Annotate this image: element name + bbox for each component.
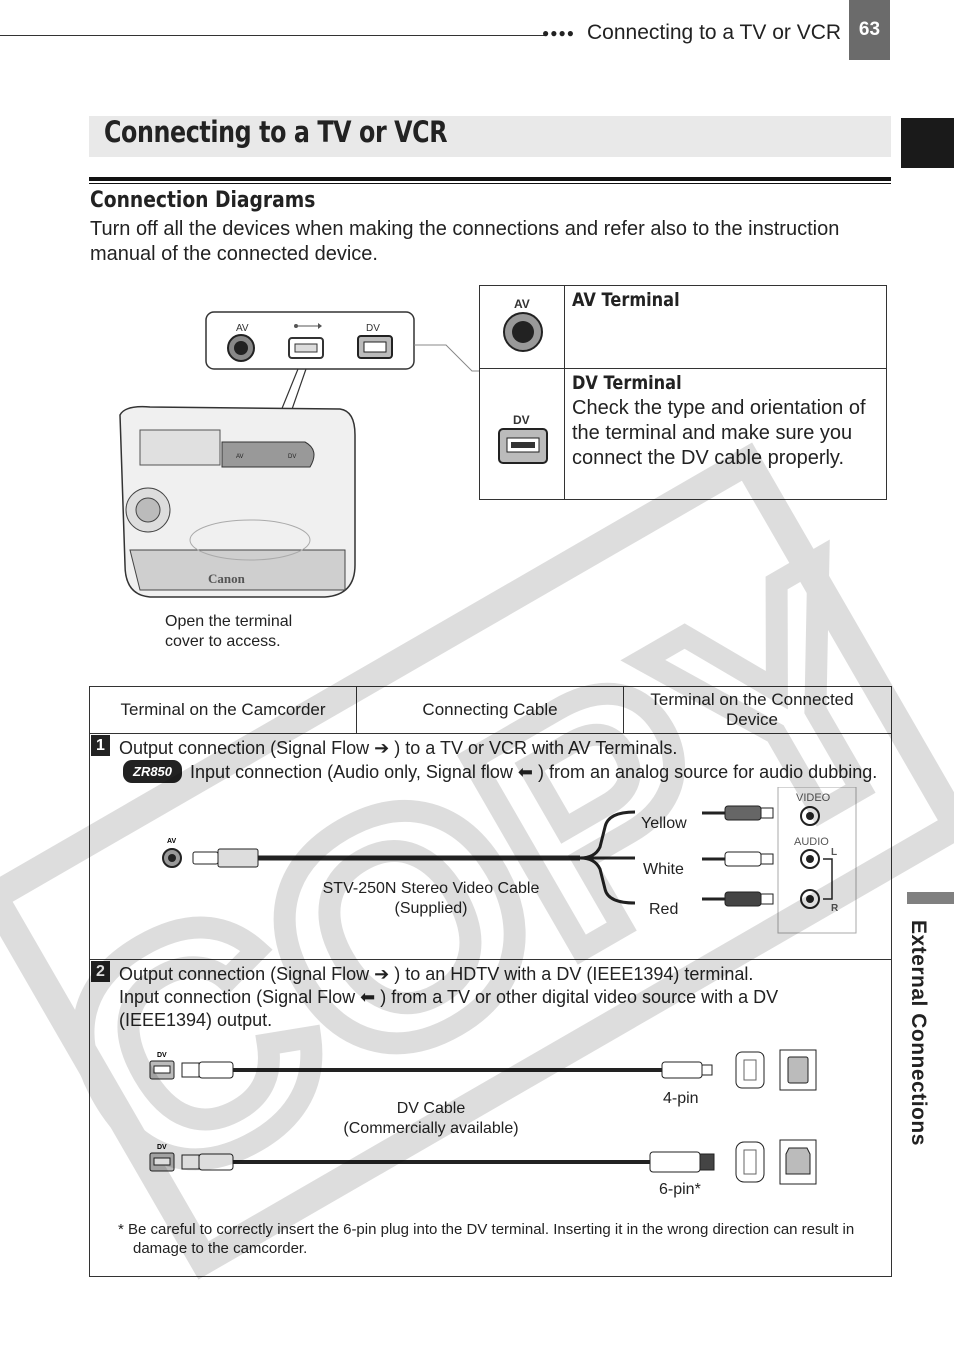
arrow-left-icon: ⬅ [517,762,534,782]
video-jack-label: VIDEO [796,792,831,804]
col-divider [356,687,357,733]
step-number-1: 1 [91,735,110,756]
av-plug-icon [217,848,259,868]
row2-cam-label-2: DV [157,1144,167,1151]
caption-line-2: cover to access. [165,633,281,650]
body-dv-label: DV [288,454,296,460]
body-av-label: AV [236,454,244,460]
arrow-right-icon: ➔ [374,738,390,758]
page-title: Connecting to a TV or VCR [104,115,448,149]
dv-terminal-description: Check the type and orientation of the te… [572,397,866,469]
intro-paragraph: Turn off all the devices when making the… [90,218,840,265]
row2-description: Output connection (Signal Flow ➔ ) to an… [119,964,779,1030]
av-terminal-label: AV [514,297,530,311]
title-bar [89,116,891,157]
section-rule [89,177,891,181]
camcorder-brand: Canon [208,571,246,586]
row1-cam-label: AV [167,838,177,845]
red-plug-icon [702,891,774,907]
connection-table: Terminal on the Camcorder Connecting Cab… [89,686,892,1277]
col-header-camcorder: Terminal on the Camcorder [120,700,326,719]
terminal-icons: AV DV [498,297,548,464]
dv-terminal-heading: DV Terminal [572,372,682,394]
row2-cam-label-1: DV [157,1052,167,1059]
dv-cable-diagram: DV DV [149,1049,817,1185]
header-rule [0,35,545,36]
audio-jack-label: AUDIO [794,836,829,848]
col-header-device: Terminal on the Connected Device [650,690,854,729]
plug-label-white: White [643,861,684,878]
model-badge: ZR850 [123,760,183,783]
white-plug-icon [702,851,774,867]
page-number: 63 [849,0,890,60]
col-header-cable: Connecting Cable [422,700,558,719]
pin4-label: 4-pin [663,1090,699,1107]
panel-dv-label: DV [366,323,380,334]
row-divider [90,959,891,960]
terminal-table-divider [564,286,565,499]
terminal-row-av [480,286,886,369]
plug-label-red: Red [649,901,679,918]
row1-line1: Output connection (Signal Flow ➔ ) to a … [119,738,678,758]
side-tab-marker [907,892,954,904]
arrow-left-icon: ⬅ [360,987,376,1007]
col-divider [623,687,624,733]
av-cable-label: STV-250N Stereo Video Cable (Supplied) [322,880,540,917]
terminal-table: AV DV AV Terminal DV Terminal Check the … [479,285,887,500]
row1-description: Output connection (Signal Flow ➔ ) to a … [119,737,884,784]
chapter-tab-marker [901,118,954,168]
dv-plug-icon [198,1061,234,1079]
header-section-title: Connecting to a TV or VCR [587,21,842,44]
footnote: * Be careful to correctly insert the 6-p… [118,1221,855,1257]
side-tab-label: External Connections [907,920,930,1146]
4pin-plug-icon [661,1061,703,1079]
audio-r-label: R [831,903,839,914]
header-dots: ●●●● [542,26,575,40]
dv-terminal-label: DV [513,413,530,427]
usb-icon [294,323,322,329]
6pin-plug-icon [649,1151,701,1173]
yellow-plug-icon [702,805,774,821]
av-terminal-heading: AV Terminal [572,289,680,311]
section-rule-thin [89,183,891,184]
plug-label-yellow: Yellow [641,815,687,832]
pin6-label: 6-pin* [659,1181,701,1198]
audio-l-label: L [831,847,837,858]
panel-av-label: AV [236,323,249,334]
terminal-caption: Open the terminal cover to access. [165,612,292,652]
dv-cable-label: DV Cable (Commercially available) [343,1100,519,1137]
dv-plug-icon [198,1153,234,1171]
row-divider [90,733,891,734]
step-number-2: 2 [91,961,110,982]
av-cable-diagram: AV VIDEO AUDIO L R [162,787,857,934]
caption-line-1: Open the terminal [165,613,293,630]
camcorder-illustration: AV DV AV DV Canon [119,311,480,598]
arrow-right-icon: ➔ [374,964,390,984]
section-heading: Connection Diagrams [90,188,316,213]
